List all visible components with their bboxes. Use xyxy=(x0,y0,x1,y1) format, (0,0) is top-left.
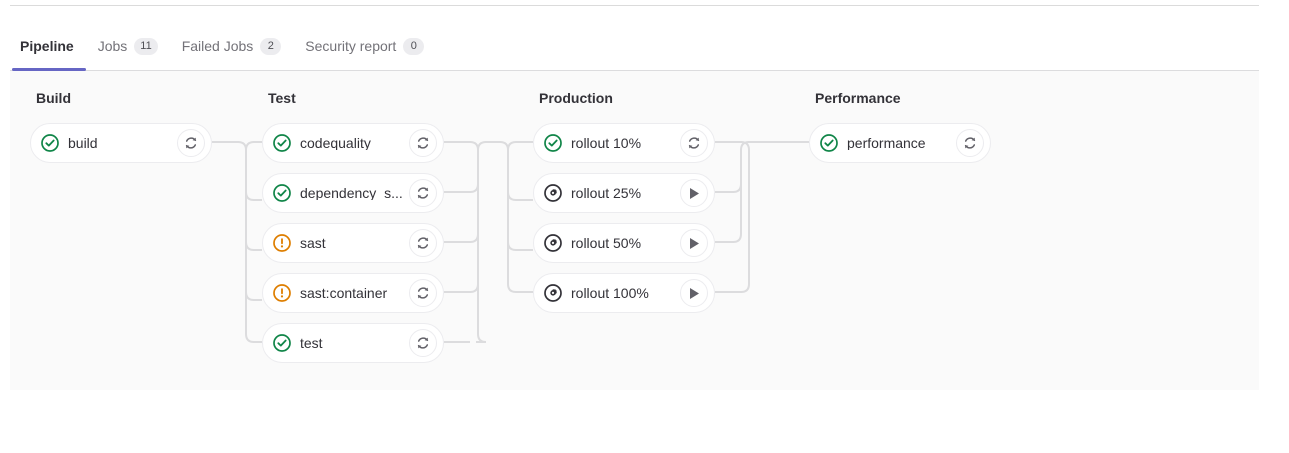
tab-label: Pipeline xyxy=(20,38,74,54)
stage-jobs-performance: performance xyxy=(809,123,1009,163)
tab-security-report[interactable]: Security report 0 xyxy=(293,22,436,70)
play-job-button[interactable] xyxy=(680,279,708,307)
stage-title-performance: Performance xyxy=(815,90,901,106)
job-card[interactable]: performance xyxy=(809,123,991,163)
retry-job-button[interactable] xyxy=(409,279,437,307)
job-name: rollout 50% xyxy=(571,236,642,250)
retry-icon xyxy=(416,236,430,250)
stage-build: Build build xyxy=(30,71,230,173)
retry-icon xyxy=(687,136,701,150)
retry-icon xyxy=(416,286,430,300)
pipeline-graph-canvas: Build build Test codequality dependency_s… xyxy=(10,71,1259,390)
job-card[interactable]: build xyxy=(30,123,212,163)
job-name: rollout 100% xyxy=(571,286,649,300)
job-card[interactable]: rollout 100% xyxy=(533,273,715,313)
tab-label: Security report xyxy=(305,38,397,54)
job-card[interactable]: sast xyxy=(262,223,444,263)
retry-icon xyxy=(416,136,430,150)
tab-label: Jobs xyxy=(97,38,128,54)
retry-icon xyxy=(184,136,198,150)
tab-label: Failed Jobs xyxy=(181,38,254,54)
job-name: dependency_s... xyxy=(300,186,403,200)
stage-test: Test codequality dependency_s...sast sast:… xyxy=(262,71,462,373)
stage-title-build: Build xyxy=(36,90,71,106)
stage-jobs-build: build xyxy=(30,123,230,163)
job-card[interactable]: sast:container xyxy=(262,273,444,313)
job-card[interactable]: rollout 50% xyxy=(533,223,715,263)
tab-failed-jobs[interactable]: Failed Jobs 2 xyxy=(170,22,294,70)
play-job-button[interactable] xyxy=(680,179,708,207)
tab-badge: 2 xyxy=(260,37,282,55)
job-card[interactable]: rollout 10% xyxy=(533,123,715,163)
retry-job-button[interactable] xyxy=(177,129,205,157)
tab-pipeline[interactable]: Pipeline xyxy=(12,22,86,71)
pipeline-connector-lines xyxy=(212,141,809,343)
top-divider xyxy=(10,5,1259,6)
job-name: codequality xyxy=(300,136,371,150)
job-name: build xyxy=(68,136,98,150)
stage-title-test: Test xyxy=(268,90,296,106)
retry-icon xyxy=(963,136,977,150)
pipeline-tabbar: Pipeline Jobs 11 Failed Jobs 2 Security repor… xyxy=(10,22,1259,71)
tab-badge: 11 xyxy=(134,37,158,55)
job-card[interactable]: rollout 25% xyxy=(533,173,715,213)
stage-jobs-production: rollout 10% rollout 25% rollout 50% rollout… xyxy=(533,123,733,313)
retry-icon xyxy=(416,186,430,200)
tab-jobs[interactable]: Jobs 11 xyxy=(86,22,170,70)
retry-job-button[interactable] xyxy=(409,179,437,207)
play-icon xyxy=(688,187,700,200)
job-card[interactable]: codequality xyxy=(262,123,444,163)
stage-production: Production rollout 10%rollout 25%rollout… xyxy=(533,71,733,323)
play-icon xyxy=(688,287,700,300)
stage-title-production: Production xyxy=(539,90,613,106)
play-job-button[interactable] xyxy=(680,229,708,257)
job-name: sast xyxy=(300,236,326,250)
job-name: rollout 25% xyxy=(571,186,642,200)
job-name: performance xyxy=(847,136,926,150)
retry-job-button[interactable] xyxy=(409,129,437,157)
tab-badge: 0 xyxy=(403,37,425,55)
job-card[interactable]: dependency_s... xyxy=(262,173,444,213)
play-icon xyxy=(688,237,700,250)
stage-performance: Performance performance xyxy=(809,71,1009,173)
retry-icon xyxy=(416,336,430,350)
job-name: test xyxy=(300,336,323,350)
job-name: rollout 10% xyxy=(571,136,642,150)
retry-job-button[interactable] xyxy=(956,129,984,157)
job-card[interactable]: test xyxy=(262,323,444,363)
retry-job-button[interactable] xyxy=(680,129,708,157)
retry-job-button[interactable] xyxy=(409,229,437,257)
retry-job-button[interactable] xyxy=(409,329,437,357)
stage-jobs-test: codequality dependency_s...sast sast:conta… xyxy=(262,123,462,363)
job-name: sast:container xyxy=(300,286,388,300)
